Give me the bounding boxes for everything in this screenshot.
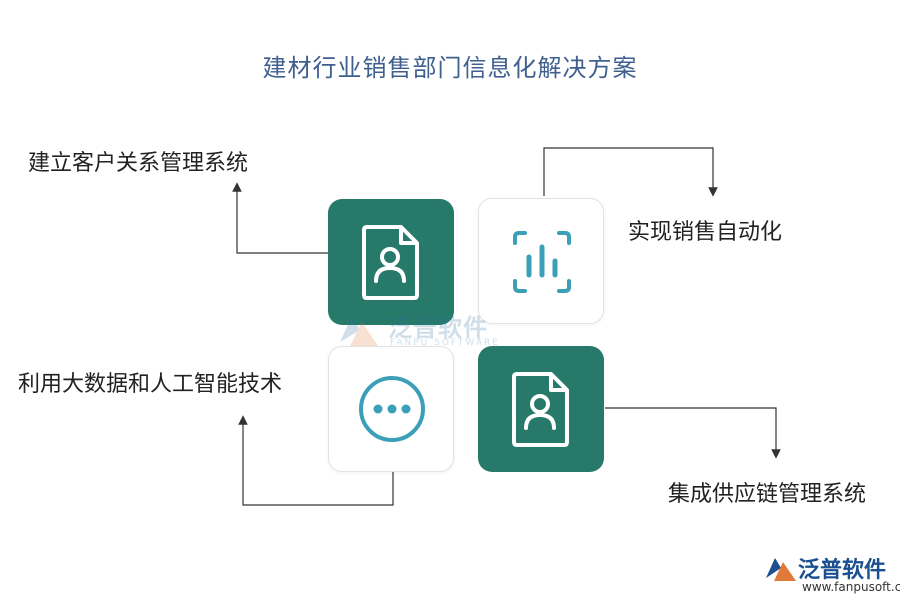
bar-chart-icon (513, 231, 571, 293)
tile-sales-automation (478, 198, 604, 324)
fanpu-brand-icon (766, 558, 796, 581)
watermark-subtext: FANPU SOFTWARE (390, 338, 500, 348)
label-bigdata-ai: 利用大数据和人工智能技术 (18, 372, 283, 397)
tile-bigdata-ai (328, 346, 454, 472)
brand-logo: 泛普软件 www.fanpusoft.com (758, 548, 900, 598)
label-sales-automation: 实现销售自动化 (628, 220, 783, 245)
connector-crm (232, 182, 328, 254)
tile-supply-chain (478, 346, 604, 472)
tile-crm (328, 199, 454, 325)
document-user-icon (512, 372, 569, 447)
connector-sales-automation (543, 147, 718, 197)
label-crm: 建立客户关系管理系统 (28, 151, 249, 176)
watermark: 泛普软件 FANPU SOFTWARE (336, 306, 526, 356)
brand-text: 泛普软件 (798, 558, 887, 583)
fanpu-logo-icon (340, 316, 378, 346)
document-user-icon (362, 225, 419, 300)
label-supply-chain: 集成供应链管理系统 (668, 482, 867, 507)
connector-supply-chain (605, 407, 781, 459)
page-title: 建材行业销售部门信息化解决方案 (262, 54, 638, 82)
more-dots-icon (359, 376, 425, 442)
watermark-text: 泛普软件 (388, 314, 488, 342)
brand-url: www.fanpusoft.com (802, 580, 900, 594)
